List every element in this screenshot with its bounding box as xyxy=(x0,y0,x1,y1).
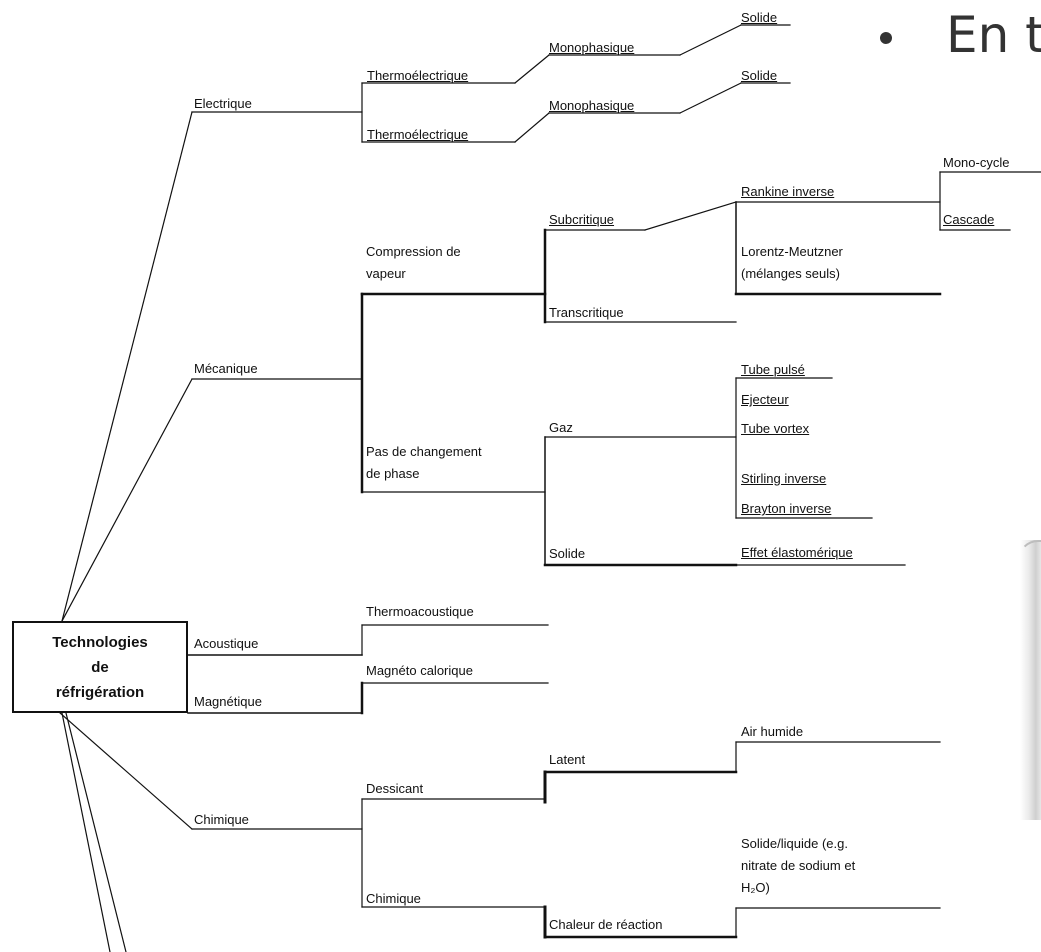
node-solide-2: Solide xyxy=(741,68,778,83)
node-compression-vapeur: Compression de vapeur xyxy=(366,244,461,281)
node-chaleur-de-reaction: Chaleur de réaction xyxy=(549,917,663,932)
node-thermoelectrique-2: Thermoélectrique xyxy=(367,127,469,142)
root-node: Technologies de réfrigération xyxy=(12,621,188,713)
cropped-photo xyxy=(1020,540,1041,820)
node-solide-1: Solide xyxy=(741,10,778,25)
node-magnetique: Magnétique xyxy=(194,694,262,709)
node-thermoelectrique-1: Thermoélectrique xyxy=(367,68,469,83)
node-solide-3: Solide xyxy=(549,546,586,561)
node-monophasique-2: Monophasique xyxy=(549,98,635,113)
connector-line xyxy=(644,201,737,231)
node-chimique-2: Chimique xyxy=(366,891,421,906)
bullet-dot-icon xyxy=(880,32,892,44)
node-solide-liquide: Solide/liquide (e.g. nitrate de sodium e… xyxy=(741,836,856,895)
connector-line xyxy=(61,111,193,622)
node-transcritique: Transcritique xyxy=(549,305,624,320)
node-tube-pulse: Tube pulsé xyxy=(741,362,805,377)
node-brayton-inverse: Brayton inverse xyxy=(741,501,832,516)
node-monophasique-1: Monophasique xyxy=(549,40,635,55)
node-electrique: Electrique xyxy=(194,96,252,111)
connector-line xyxy=(679,82,742,114)
node-pas-de-changement: Pas de changement de phase xyxy=(366,444,482,481)
node-dessicant: Dessicant xyxy=(366,781,424,796)
connector-line xyxy=(679,24,742,56)
node-air-humide: Air humide xyxy=(741,724,804,739)
node-stirling-inverse: Stirling inverse xyxy=(741,471,827,486)
node-mecanique: Mécanique xyxy=(194,361,258,376)
cropped-photo-edge xyxy=(1018,540,1041,572)
node-cascade: Cascade xyxy=(943,212,995,227)
node-mono-cycle: Mono-cycle xyxy=(943,155,1010,170)
connector-line xyxy=(61,378,193,622)
node-thermoacoustique: Thermoacoustique xyxy=(366,604,474,619)
connector-line xyxy=(65,712,127,952)
node-chimique: Chimique xyxy=(194,812,249,827)
node-ejecteur: Ejecteur xyxy=(741,392,789,407)
node-lorentz-meutzner: Lorentz-Meutzner (mélanges seuls) xyxy=(741,244,843,281)
node-subcritique: Subcritique xyxy=(549,212,615,227)
node-tube-vortex: Tube vortex xyxy=(741,421,810,436)
node-rankine-inverse: Rankine inverse xyxy=(741,184,835,199)
node-effet-elastomerique: Effet élastomérique xyxy=(741,545,853,560)
node-acoustique: Acoustique xyxy=(194,636,259,651)
connector-line xyxy=(514,112,550,143)
node-gaz: Gaz xyxy=(549,420,573,435)
slide-bullet-text: En t xyxy=(946,6,1041,64)
connector-line xyxy=(59,712,193,830)
node-magneto-calorique: Magnéto calorique xyxy=(366,663,473,678)
connector-line xyxy=(514,54,550,84)
connector-line xyxy=(61,712,111,952)
node-latent: Latent xyxy=(549,752,586,767)
